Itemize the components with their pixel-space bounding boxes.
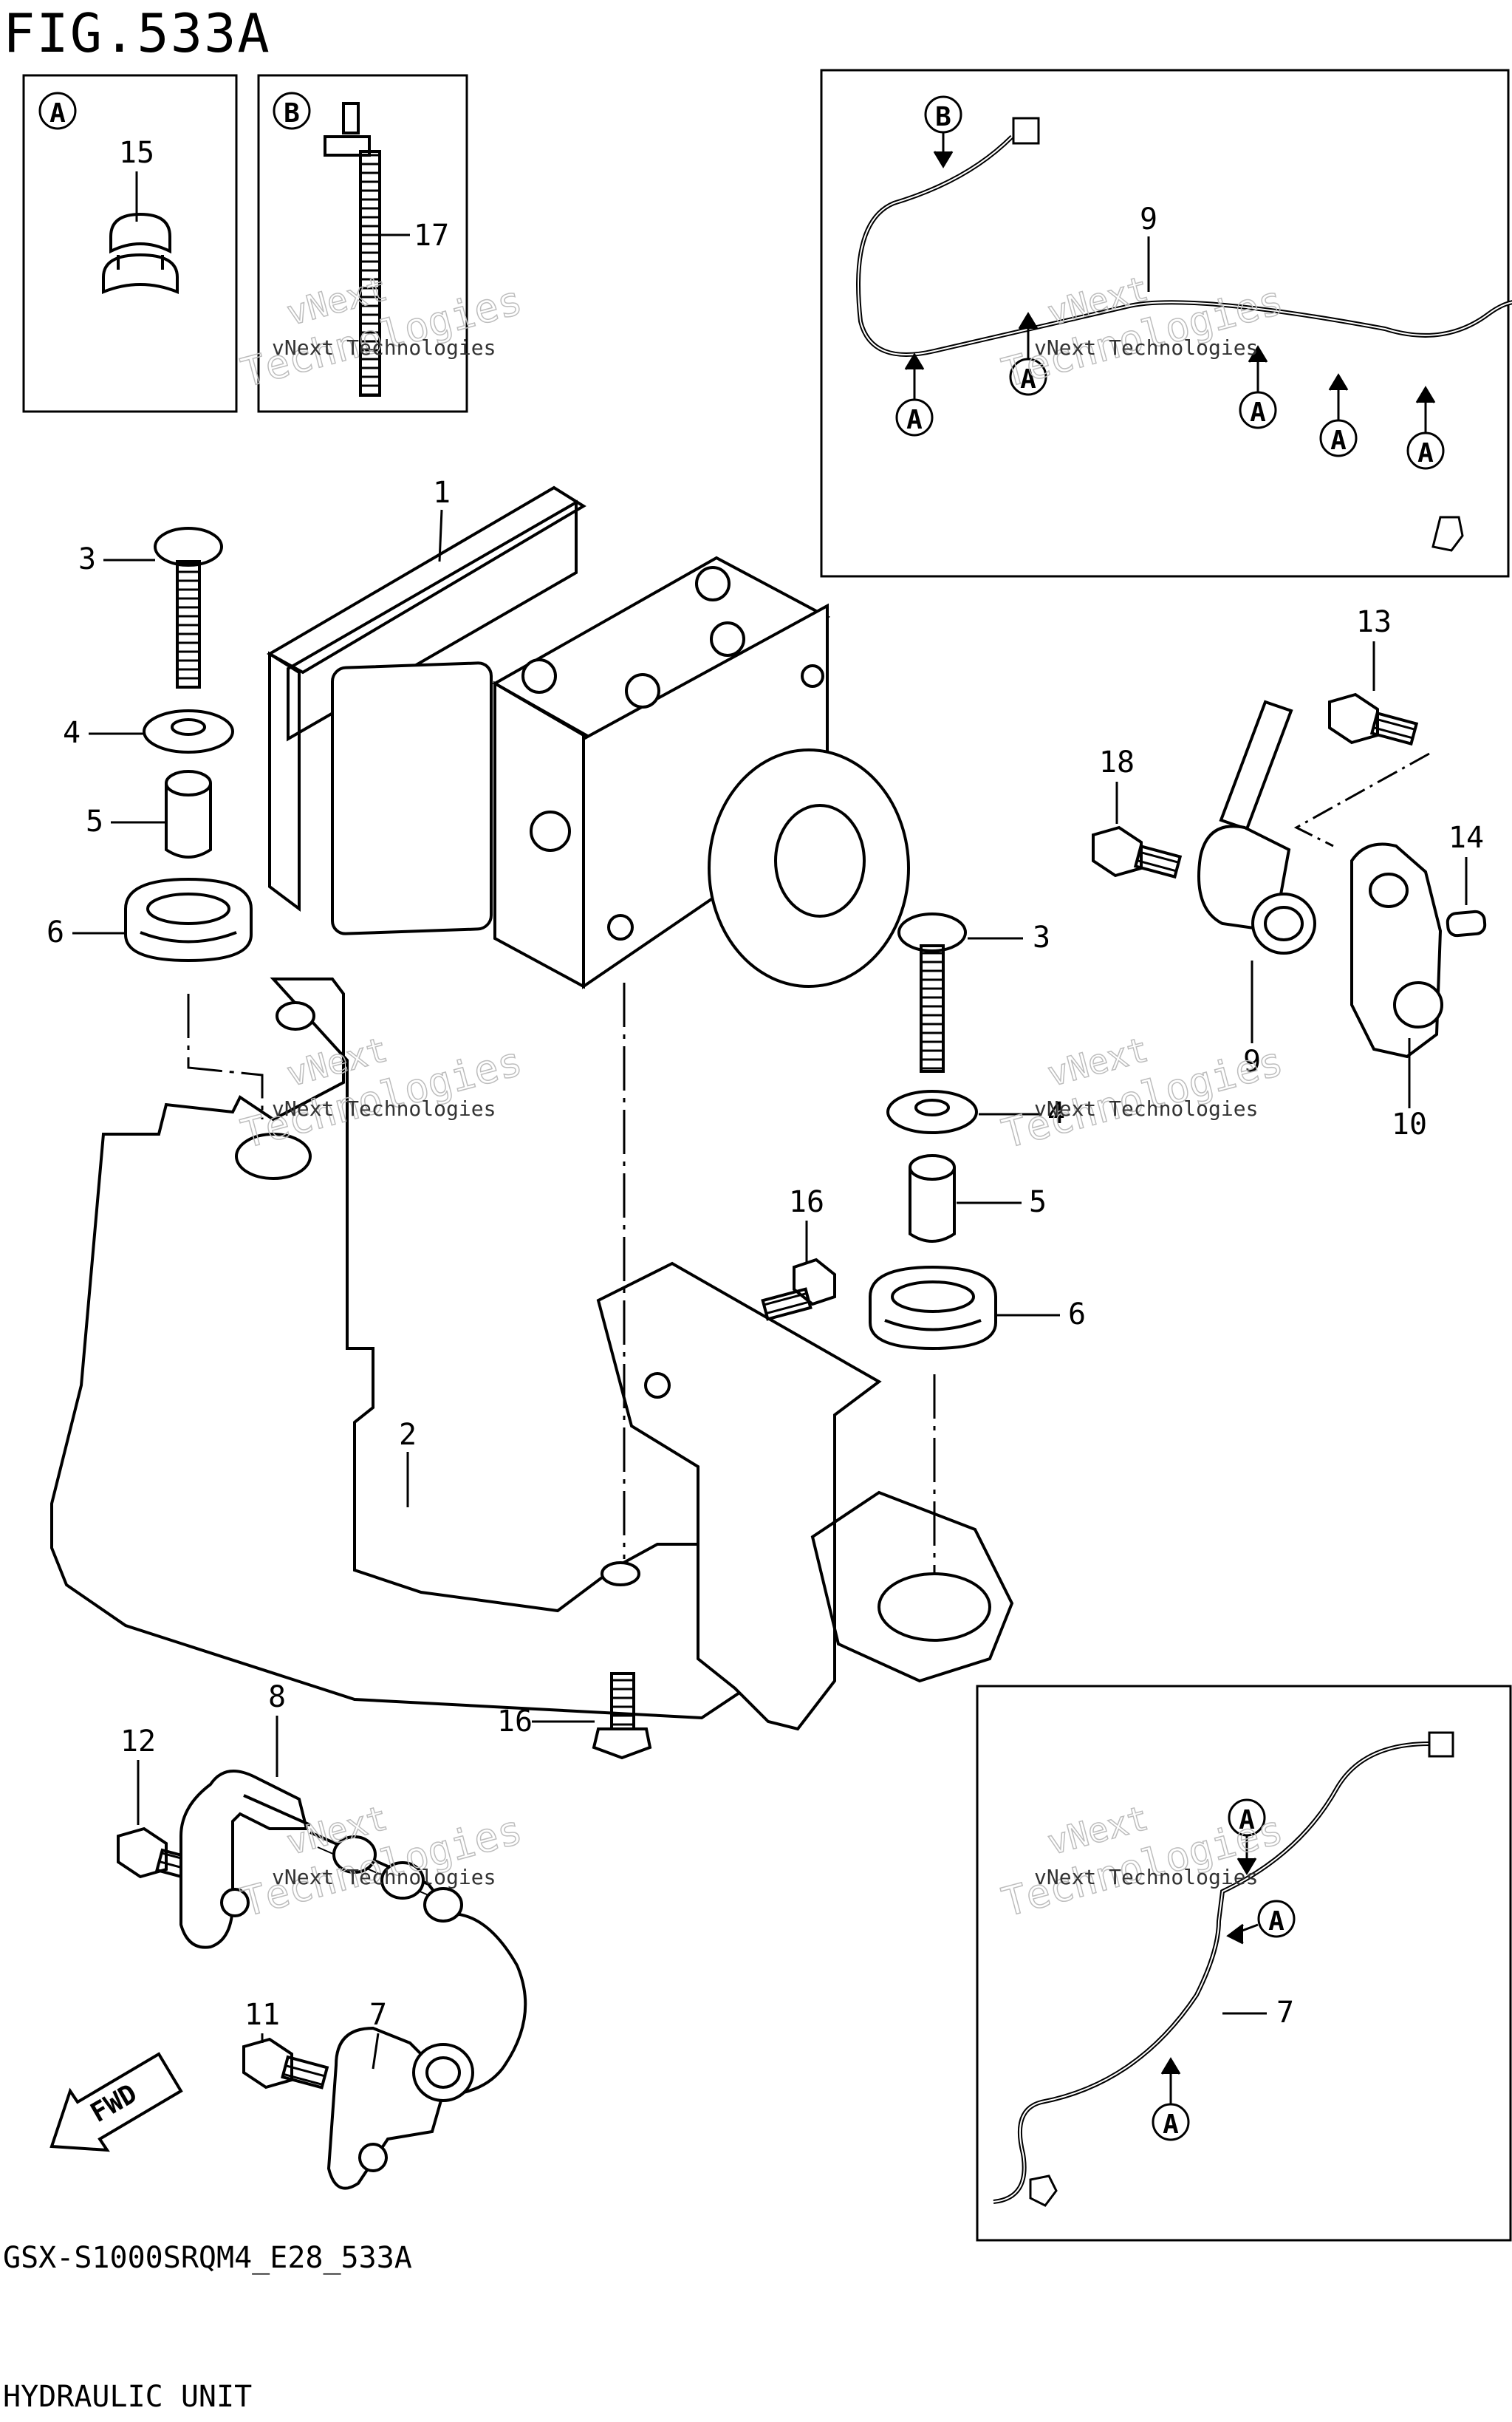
wire-marker-b: B [935, 102, 951, 132]
callout-16-lower: 16 [497, 1705, 533, 1739]
fwd-arrow-icon: FWD [49, 2052, 183, 2152]
figure-title: FIG.533A [3, 2, 271, 64]
collar-5-left [165, 770, 212, 859]
callout-15: 15 [119, 136, 154, 170]
clamp-15 [102, 212, 179, 294]
wheel-sensor-7 [326, 2026, 474, 2190]
callout-4-left: 4 [63, 716, 81, 750]
bolt-16-upper [761, 1258, 836, 1321]
inset-wiring-9: 9 B A A A A A [820, 69, 1512, 578]
callout-6-right: 6 [1068, 1297, 1086, 1331]
callout-9-sensor: 9 [1243, 1045, 1261, 1079]
svg-text:vNext Technologies: vNext Technologies [1034, 1865, 1258, 1889]
callout-6-left: 6 [47, 915, 64, 949]
callout-7-sensor: 7 [369, 1998, 387, 2032]
bolt-3-right [897, 912, 967, 1073]
grommet-6-right [869, 1265, 997, 1351]
svg-text:A: A [1250, 398, 1266, 428]
wire-marker-a-1: A [895, 352, 934, 437]
inset-wiring-7: 7 A A A [976, 1685, 1512, 2242]
svg-text:vNext Technologies: vNext Technologies [272, 1096, 496, 1121]
bolt-11 [242, 2037, 329, 2090]
svg-text:A: A [1239, 1805, 1255, 1835]
hydraulic-unit-1 [266, 485, 910, 989]
callout-9-inset: 9 [1140, 202, 1157, 236]
wire-marker-a-6: A [1228, 1798, 1266, 1875]
svg-text:vNext Technologies: vNext Technologies [272, 1865, 496, 1889]
pin-14 [1446, 910, 1487, 938]
inset-b-label: B [284, 98, 300, 129]
washer-4-left [143, 709, 234, 754]
washer-4-right [886, 1090, 978, 1134]
bolt-16-lower [592, 1672, 652, 1760]
callout-16-upper: 16 [789, 1185, 824, 1219]
wire-marker-a-5: A [1406, 386, 1445, 470]
callout-14: 14 [1448, 821, 1484, 855]
callout-5-right: 5 [1029, 1185, 1047, 1219]
sensor-bracket-8 [179, 1770, 311, 1949]
inset-a-box: A 15 [22, 74, 238, 413]
bracket-2 [50, 978, 1014, 1731]
svg-text:vNext Technologies: vNext Technologies [272, 335, 496, 360]
callout-2: 2 [399, 1418, 417, 1452]
grommet-6-left [124, 877, 253, 963]
callout-8: 8 [268, 1680, 286, 1714]
callout-11: 11 [244, 1998, 280, 2032]
callout-13: 13 [1356, 605, 1392, 639]
figure-name: HYDRAULIC UNIT [3, 2380, 253, 2414]
bolt-18 [1092, 825, 1183, 879]
callout-17: 17 [414, 219, 449, 253]
callout-3-right: 3 [1033, 921, 1050, 955]
bolt-12 [117, 1826, 204, 1883]
callout-18: 18 [1099, 746, 1135, 780]
callout-5-left: 5 [86, 805, 103, 839]
svg-text:A: A [1330, 426, 1347, 456]
callout-1: 1 [433, 476, 451, 510]
svg-text:vNext Technologies: vNext Technologies [1034, 1096, 1258, 1121]
svg-text:A: A [1020, 364, 1036, 395]
callout-3-left: 3 [78, 542, 96, 576]
svg-text:A: A [1268, 1906, 1284, 1937]
alignment-lines [187, 983, 936, 1574]
svg-text:vNext Technologies: vNext Technologies [1034, 335, 1258, 360]
svg-text:A: A [906, 405, 923, 435]
callout-12: 12 [120, 1725, 156, 1758]
bolt-13 [1328, 692, 1419, 746]
svg-text:A: A [1163, 2109, 1179, 2140]
wheel-sensor-9 [1197, 700, 1316, 955]
cable-tie-17 [324, 102, 381, 397]
wire-marker-a-8: A [1152, 2057, 1190, 2141]
callout-4-right: 4 [1047, 1096, 1065, 1130]
bolt-3-left [154, 527, 223, 689]
wire-marker-a-3: A [1239, 345, 1277, 429]
wire-marker-a-7: A [1226, 1900, 1296, 1945]
inset-b-box: B 17 [257, 74, 468, 413]
callout-10: 10 [1392, 1108, 1427, 1142]
svg-text:A: A [1417, 438, 1434, 468]
wire-marker-a-4: A [1319, 373, 1358, 457]
collar-5-right [909, 1154, 956, 1243]
sensor-rotor-bracket-10 [1350, 842, 1443, 1059]
wire-marker-a-2: A [1009, 312, 1047, 396]
callout-7-inset: 7 [1276, 1996, 1294, 2030]
figure-code: GSX-S1000SRQM4_E28_533A [3, 2241, 412, 2275]
inset-a-label: A [49, 98, 66, 129]
